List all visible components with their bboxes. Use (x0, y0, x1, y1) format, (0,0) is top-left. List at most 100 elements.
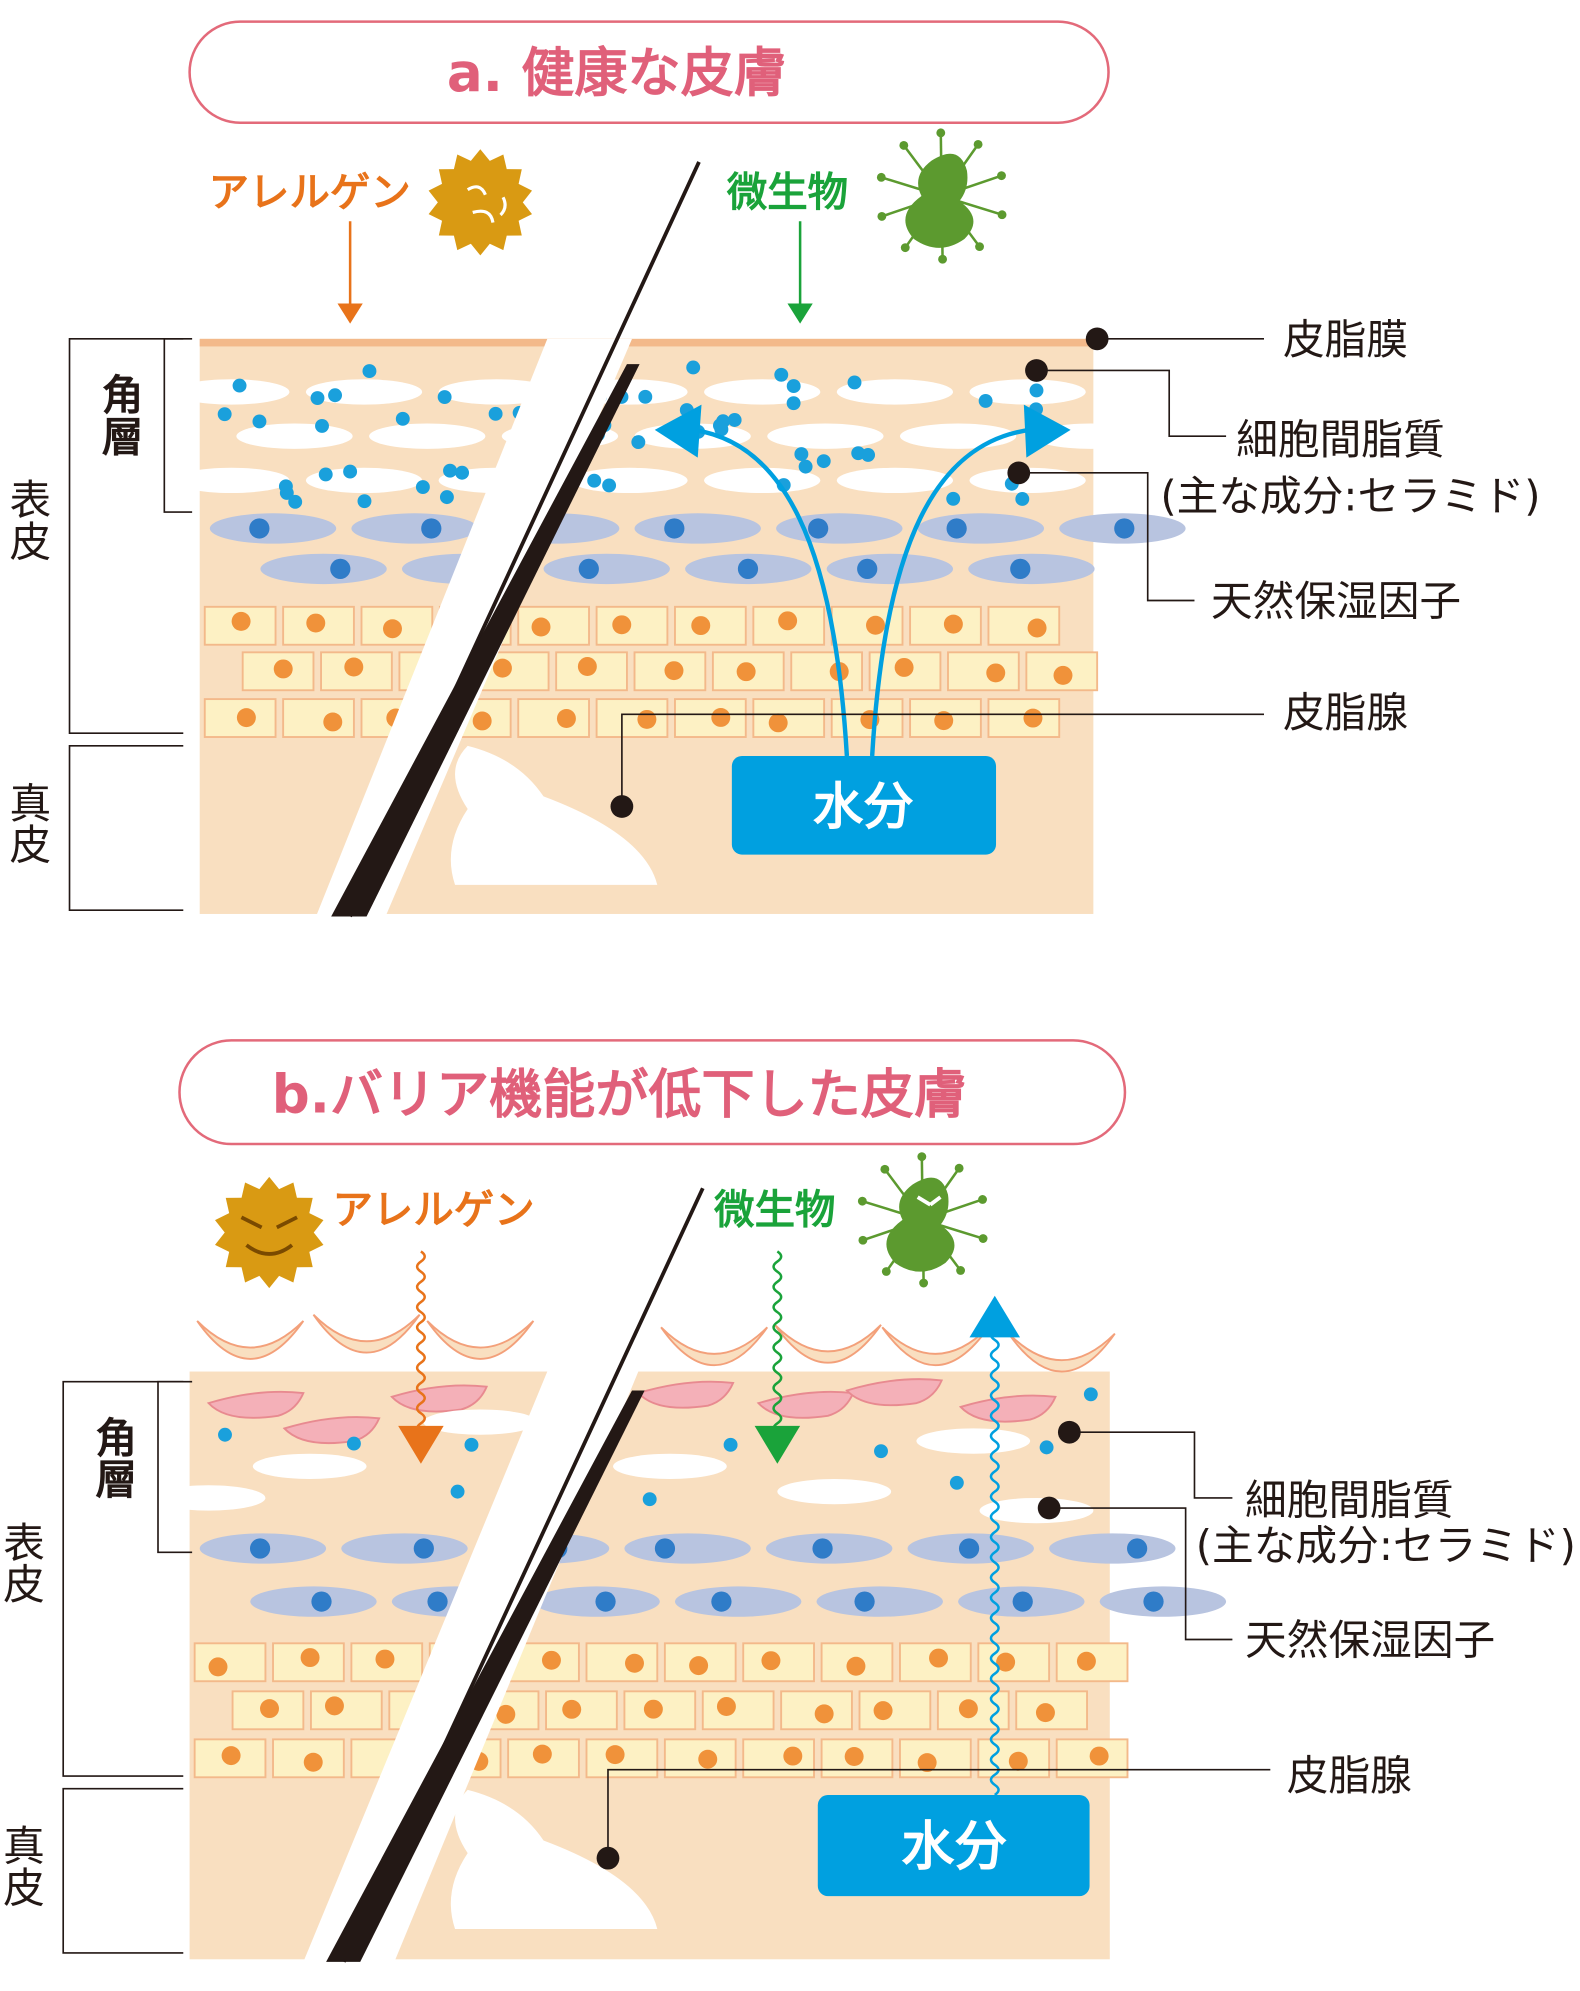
cell-nucleus (873, 1701, 893, 1721)
microbe-leg-tip (881, 1267, 891, 1276)
cell-nucleus (413, 1538, 434, 1559)
nmf-dot (642, 1492, 657, 1507)
granular-cell (209, 513, 337, 544)
hair-follicle-gap (316, 338, 632, 917)
basal-cell (595, 605, 669, 646)
allergen-label-a: アレルゲン (209, 168, 411, 216)
cell-nucleus (934, 711, 954, 731)
cell-nucleus (1010, 558, 1031, 580)
allergen-arrowhead (337, 303, 363, 324)
title-pill-b (178, 1039, 1127, 1146)
microbe-leg-tip (938, 254, 947, 264)
cell-nucleus (330, 558, 351, 580)
nmf-dot (343, 464, 358, 479)
cell-nucleus (986, 663, 1006, 683)
nmf-label-b: 天然保湿因子 (1245, 1616, 1495, 1665)
cell-nucleus (654, 1538, 676, 1559)
peeling-scale (1007, 1332, 1116, 1373)
nmf-dot (1015, 492, 1030, 506)
microbe-arrowhead (754, 1425, 801, 1464)
leader-dot (610, 795, 634, 818)
basal-cell (309, 1690, 383, 1731)
nmf-dot (686, 360, 701, 375)
epidermis-label-b: 表皮 (0, 1521, 46, 1604)
microbe-leg-tip (917, 1152, 927, 1162)
cell-nucleus (1027, 618, 1047, 638)
leader-line (1049, 1507, 1233, 1641)
granular-cell (634, 513, 761, 544)
panel-b: b.バリア機能が低下した皮膚 アレルゲン 微生物 水分 細胞間脂質 (主な成分:… (0, 1039, 1576, 1963)
nmf-label-a: 天然保湿因子 (1211, 577, 1461, 626)
cell-nucleus (761, 1651, 781, 1671)
cell-nucleus (1053, 665, 1073, 685)
cell-nucleus (605, 1745, 625, 1765)
water-arrowhead (1023, 404, 1071, 458)
nmf-dot (874, 1444, 888, 1459)
peeling-scale (774, 1324, 882, 1364)
leader-line (607, 1768, 1271, 1859)
leader-line (1069, 1431, 1233, 1499)
basal-cell (674, 605, 747, 646)
layer-bracket (62, 1380, 184, 1777)
peeling-scale (196, 1320, 305, 1360)
cell-nucleus (943, 614, 963, 634)
leader-line (1018, 472, 1195, 602)
ceramide-note-a: (主な成分:セラミド) (1160, 472, 1540, 521)
basal-cell (858, 1690, 932, 1731)
cell-nucleus (698, 1749, 718, 1769)
basal-cell (909, 605, 982, 646)
cell-nucleus (716, 1697, 736, 1717)
layer-bracket (62, 1787, 184, 1954)
hair-follicle-gap (303, 1371, 639, 1962)
cell-nucleus (273, 659, 293, 679)
nmf-dot (847, 375, 862, 390)
cell-nucleus (1076, 1651, 1096, 1671)
hair (326, 1390, 645, 1962)
nmf-dot (315, 418, 329, 433)
dermis-label-a: 真皮 (3, 781, 52, 864)
nmf-dot (1039, 1440, 1054, 1455)
cell-nucleus (492, 658, 512, 678)
corneocyte (704, 379, 821, 405)
peeling-scale (660, 1326, 769, 1366)
leader-line (621, 713, 1264, 807)
cell-nucleus (595, 1591, 616, 1612)
cell-nucleus (324, 1696, 344, 1716)
nmf-dot (252, 414, 267, 429)
nmf-dot (946, 491, 961, 506)
nmf-dot (232, 378, 247, 393)
cell-nucleus (221, 1746, 241, 1766)
nmf-dot (415, 480, 430, 495)
nmf-dot (362, 364, 377, 379)
corneocyte (836, 467, 954, 494)
cell-nucleus (383, 619, 402, 639)
cell-nucleus (532, 1744, 552, 1764)
granular-cell (816, 1586, 943, 1617)
cell-nucleus (958, 1538, 980, 1559)
microbe-leg-tip (877, 211, 887, 221)
cell-nucleus (344, 657, 364, 677)
sebaceous-gland-label-b: 皮脂腺 (1287, 1751, 1412, 1800)
cell-nucleus (778, 611, 798, 631)
basal-cell (272, 1738, 345, 1779)
cell-nucleus (814, 1704, 834, 1724)
allergen-label-b: アレルゲン (332, 1186, 534, 1234)
water-label-a: 水分 (813, 777, 914, 836)
nmf-dot (723, 1437, 738, 1452)
microbe-leg-tip (975, 242, 984, 252)
cell-nucleus (958, 1699, 978, 1719)
cell-nucleus (556, 709, 576, 728)
microbe-leg-tip (899, 140, 909, 150)
damaged-corneocyte (206, 1390, 305, 1419)
microbe-leg-tip (936, 128, 946, 138)
microbe-leg-tip (978, 1234, 988, 1243)
nmf-dot (488, 406, 503, 421)
cell-nucleus (1012, 1591, 1033, 1612)
microbe-leg-tip (876, 172, 886, 182)
nmf-dot (357, 494, 372, 509)
cell-nucleus (577, 657, 597, 677)
cell-nucleus (996, 1652, 1016, 1672)
nmf-dot (602, 478, 617, 493)
sebaceous-gland-label-a: 皮脂腺 (1283, 688, 1408, 737)
cell-nucleus (711, 707, 731, 727)
